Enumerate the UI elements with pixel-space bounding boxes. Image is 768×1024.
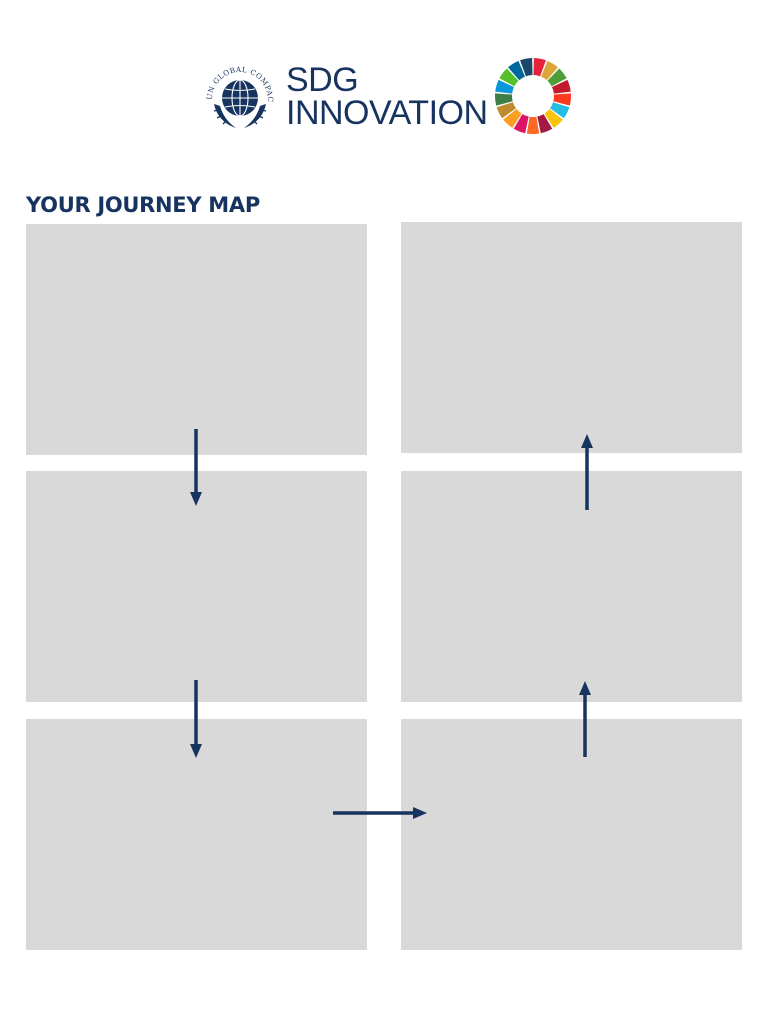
sdg-wheel-segment [520,58,533,77]
sdg-innovation-wordmark: SDG INNOVATION [286,61,488,132]
sdg-wheel-segment [547,68,567,87]
sdg-wheel-segment [544,109,563,128]
sdg-wheel-segment [495,79,514,94]
sdg-innovation-logo: UN GLOBAL COMPACT SDG INNOVATION [200,56,572,136]
sdg-wheel-segment [513,114,529,134]
sdg-wheel-icon [494,58,572,134]
sdg-wheel-segment [537,114,553,134]
journey-box-4 [401,719,742,950]
sdg-wheel-segment [508,60,525,81]
sdg-wheel-segment [533,58,546,77]
sdg-wheel-segment [541,60,558,81]
un-global-compact-emblem-icon: UN GLOBAL COMPACT [200,56,275,128]
sdg-wheel-segment [496,102,516,119]
sdg-wheel-segment [499,68,519,87]
journey-box-1 [26,224,367,455]
journey-box-5 [401,471,742,702]
sdg-wheel-segment [553,93,572,106]
journey-box-3 [26,719,367,950]
journey-box-2 [26,471,367,702]
sdg-wheel-segment [503,109,522,128]
journey-box-6 [401,222,742,453]
logo-text-line1: SDG [286,61,359,99]
sdg-wheel-segment [526,116,540,134]
sdg-wheel-segment [550,102,570,119]
page-title: YOUR JOURNEY MAP [26,193,260,217]
sdg-wheel-segment [494,93,513,106]
logo-text-line2: INNOVATION [286,94,488,132]
sdg-wheel-segment [552,79,571,94]
